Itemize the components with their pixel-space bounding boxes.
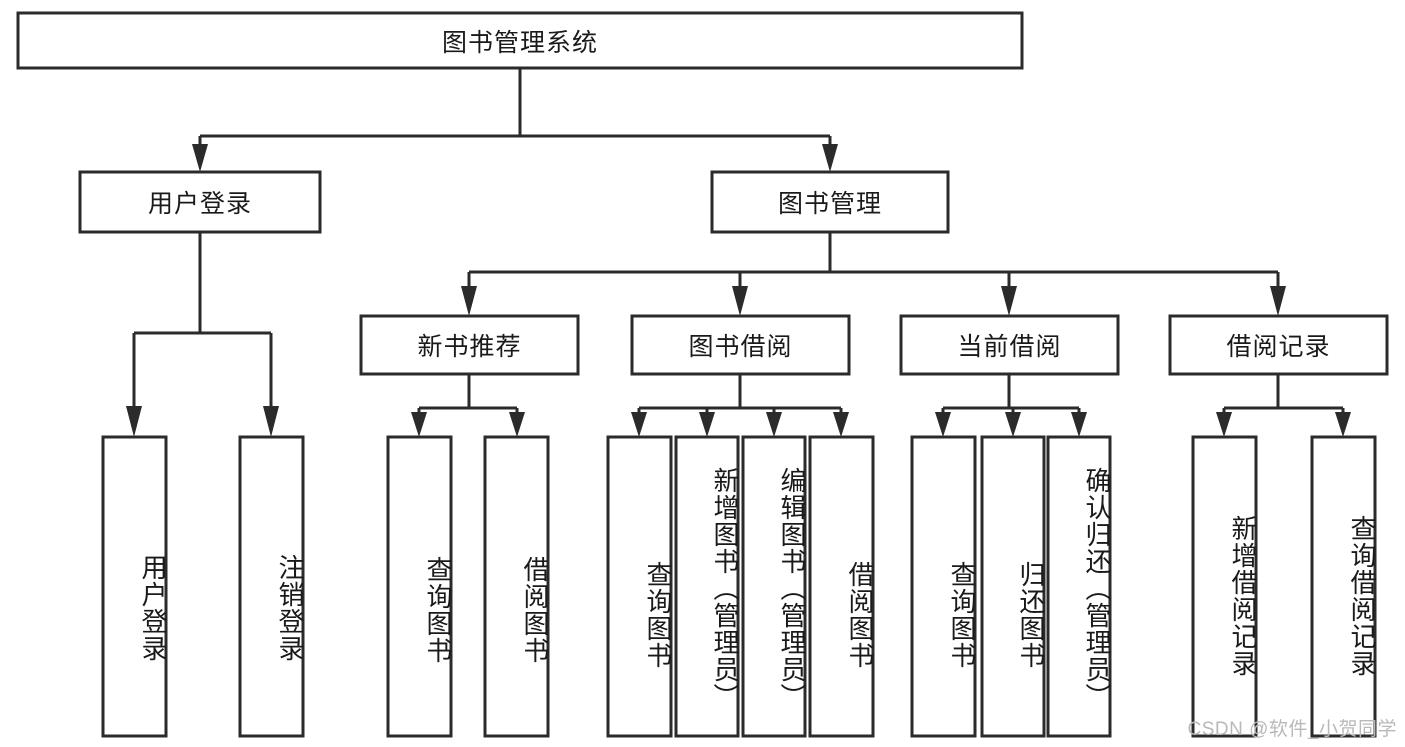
connector-book-borrow-to-leaves [631,374,849,437]
watermark-text: CSDN @软件_小贺同学 [1187,719,1397,740]
arrow-head-leaf-borrow-book-new [509,412,525,437]
node-box-leaf-user-login[interactable] [101,435,168,738]
node-box-book-manage[interactable] [710,170,950,234]
arrow-head-leaf-logout [263,406,279,437]
node-box-book-borrow[interactable] [630,314,851,376]
arrow-head-book-manage [822,144,838,172]
arrow-head-leaf-query-book-current [935,412,951,437]
node-box-user-login[interactable] [78,170,322,234]
connector-current-borrow-to-leaves [935,374,1087,437]
node-box-leaf-logout[interactable] [238,435,305,738]
node-box-leaf-return-book[interactable] [980,435,1046,738]
arrow-head-leaf-edit-book-admin [766,412,782,437]
arrow-head-current-borrow [1001,286,1017,316]
arrow-head-leaf-add-book-admin [699,412,715,437]
node-box-leaf-query-borrow-record[interactable] [1310,435,1377,738]
connector-book-manage-to-level3 [461,232,1286,316]
arrow-head-book-borrow [732,286,748,316]
connector-root-to-level2 [192,68,838,172]
node-box-leaf-query-book-new[interactable] [386,435,453,738]
arrow-head-leaf-add-borrow-record [1216,412,1232,437]
connector-borrow-record-to-leaves [1216,374,1351,437]
arrow-head-leaf-user-login [126,406,142,437]
arrow-head-leaf-query-borrow-record [1335,412,1351,437]
node-box-leaf-confirm-return-admin[interactable] [1046,435,1112,738]
arrow-head-new-book-recommend [461,286,477,316]
arrow-head-leaf-confirm-return-admin [1071,412,1087,437]
node-box-root[interactable] [16,11,1024,70]
node-box-leaf-borrow-book[interactable] [808,435,875,738]
node-box-current-borrow[interactable] [899,314,1120,376]
connector-user-login-to-leaves [126,232,279,437]
node-box-leaf-add-borrow-record[interactable] [1191,435,1258,738]
node-box-new-book-recommend[interactable] [359,314,580,376]
node-box-leaf-query-book-borrow[interactable] [606,435,673,738]
node-box-leaf-edit-book-admin[interactable] [741,435,807,738]
arrow-head-leaf-query-book-new [411,412,427,437]
arrow-head-leaf-borrow-book [833,412,849,437]
arrow-head-borrow-record [1270,286,1286,316]
node-box-leaf-borrow-book-new[interactable] [483,435,550,738]
arrow-head-leaf-query-book-borrow [631,412,647,437]
node-box-leaf-add-book-admin[interactable] [674,435,740,738]
arrow-head-leaf-return-book [1005,412,1021,437]
arrow-head-user-login [192,144,208,172]
node-box-leaf-query-book-current[interactable] [910,435,977,738]
node-box-borrow-record[interactable] [1168,314,1389,376]
connector-new-book-recommend-to-leaves [411,374,525,437]
